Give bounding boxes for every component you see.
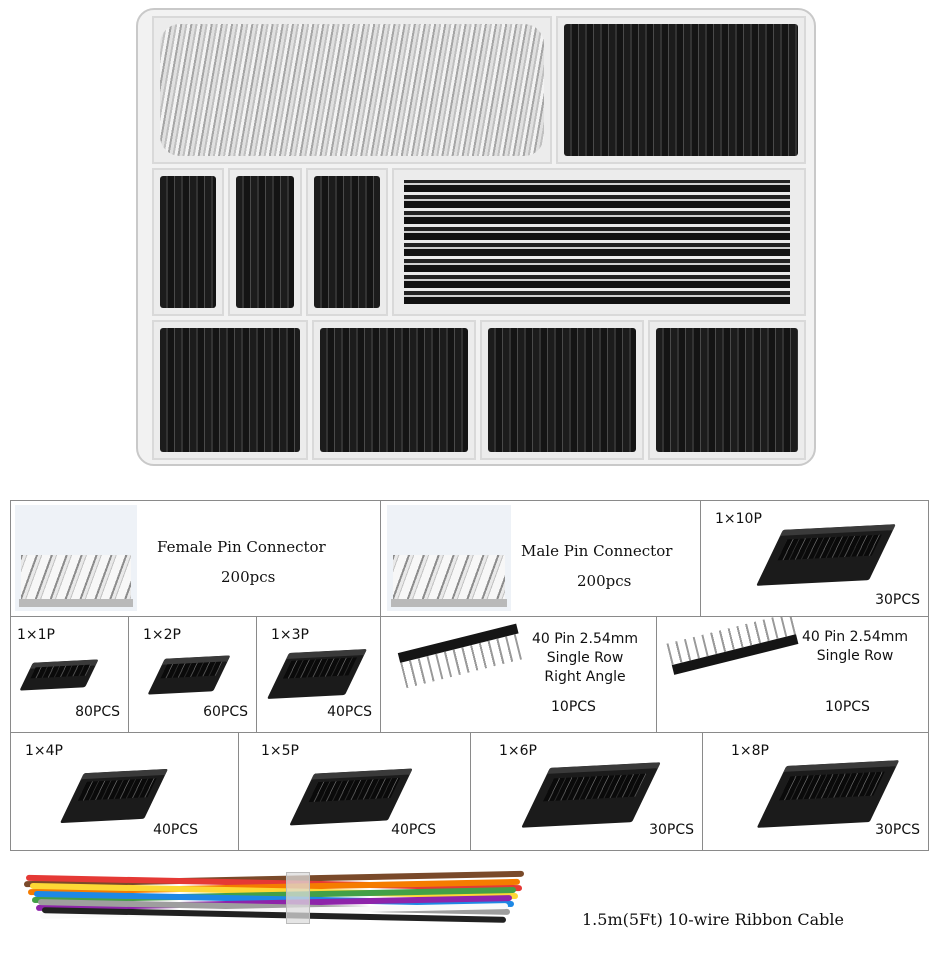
housing-8p-image bbox=[756, 760, 900, 828]
p8-count: 30PCS bbox=[875, 822, 920, 838]
compartment-crimp-pins bbox=[152, 16, 552, 164]
p5-name: 1×5P bbox=[261, 743, 299, 759]
housing-5p-image bbox=[289, 768, 413, 826]
compartment-8p bbox=[648, 320, 806, 460]
header-right-angle-image bbox=[397, 623, 519, 663]
compartment-1p bbox=[152, 168, 224, 316]
compartment-4p bbox=[152, 320, 308, 460]
p5-count: 40PCS bbox=[391, 822, 436, 838]
p2-name: 1×2P bbox=[143, 627, 181, 643]
housing-6p-image bbox=[521, 762, 661, 828]
p1-count: 80PCS bbox=[75, 704, 120, 720]
female-pin-image bbox=[15, 505, 137, 611]
storage-box-photo bbox=[136, 8, 816, 466]
header-st-line1: 40 Pin 2.54mm bbox=[801, 629, 909, 645]
cell-1x3p: 1×3P 40PCS bbox=[257, 617, 381, 733]
p3-name: 1×3P bbox=[271, 627, 309, 643]
cell-1x1p: 1×1P 80PCS bbox=[11, 617, 129, 733]
cell-1x2p: 1×2P 60PCS bbox=[129, 617, 257, 733]
p4-name: 1×4P bbox=[25, 743, 63, 759]
header-ra-line2: Single Row bbox=[546, 650, 624, 666]
cell-header-straight: 40 Pin 2.54mm Single Row 10PCS bbox=[657, 617, 929, 733]
cell-1x6p: 1×6P 30PCS bbox=[471, 733, 703, 851]
housing-3p-image bbox=[266, 649, 368, 699]
housing-4p-image bbox=[59, 768, 169, 824]
header-straight-image bbox=[671, 634, 799, 675]
header-ra-count: 10PCS bbox=[551, 699, 596, 715]
male-pin-count: 200pcs bbox=[577, 572, 632, 590]
compartment-large-housings bbox=[556, 16, 806, 164]
cell-1x8p: 1×8P 30PCS bbox=[703, 733, 929, 851]
cell-male-pin: Male Pin Connector 200pcs bbox=[381, 501, 701, 617]
compartment-pin-headers bbox=[392, 168, 806, 316]
compartment-2p bbox=[228, 168, 302, 316]
ribbon-cable-image bbox=[24, 870, 544, 946]
p10-name: 1×10P bbox=[715, 511, 762, 527]
male-pin-name: Male Pin Connector bbox=[521, 542, 673, 560]
header-ra-line1: 40 Pin 2.54mm bbox=[531, 631, 639, 647]
cell-female-pin: Female Pin Connector 200pcs bbox=[11, 501, 381, 617]
cell-1x10p: 1×10P 30PCS bbox=[701, 501, 929, 617]
header-ra-line3: Right Angle bbox=[544, 669, 626, 685]
housing-10p-image bbox=[756, 524, 896, 586]
housing-1p-image bbox=[19, 659, 99, 691]
p2-count: 60PCS bbox=[203, 704, 248, 720]
cell-1x4p: 1×4P 40PCS bbox=[11, 733, 239, 851]
header-st-count: 10PCS bbox=[825, 699, 870, 715]
compartment-6p bbox=[480, 320, 644, 460]
ribbon-cable-label: 1.5m(5Ft) 10-wire Ribbon Cable bbox=[582, 910, 844, 929]
female-pin-name: Female Pin Connector bbox=[157, 538, 326, 556]
p10-count: 30PCS bbox=[875, 592, 920, 608]
cell-1x5p: 1×5P 40PCS bbox=[239, 733, 471, 851]
contents-grid: Female Pin Connector 200pcs Male Pin Con… bbox=[10, 500, 929, 851]
ribbon-tape bbox=[286, 872, 310, 924]
p8-name: 1×8P bbox=[731, 743, 769, 759]
p1-name: 1×1P bbox=[17, 627, 55, 643]
header-st-line2: Single Row bbox=[816, 648, 894, 664]
p6-name: 1×6P bbox=[499, 743, 537, 759]
female-pin-count: 200pcs bbox=[221, 568, 276, 586]
compartment-3p bbox=[306, 168, 388, 316]
compartment-5p bbox=[312, 320, 476, 460]
cell-header-right-angle: 40 Pin 2.54mm Single Row Right Angle 10P… bbox=[381, 617, 657, 733]
housing-2p-image bbox=[147, 655, 231, 695]
p3-count: 40PCS bbox=[327, 704, 372, 720]
p4-count: 40PCS bbox=[153, 822, 198, 838]
male-pin-image bbox=[387, 505, 511, 611]
p6-count: 30PCS bbox=[649, 822, 694, 838]
